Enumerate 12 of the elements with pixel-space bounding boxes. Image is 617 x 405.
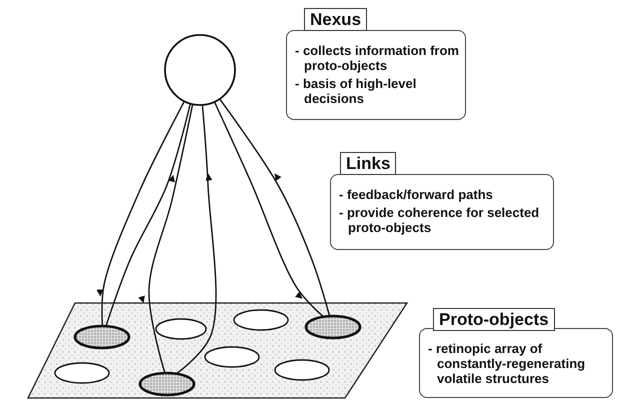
callout-title: Nexus — [304, 8, 368, 31]
bullet-text: - retinopic array of constantly-regenerating volatile structures — [428, 341, 586, 386]
arrow — [105, 103, 192, 326]
bullet-text: - collects information from proto-objects — [295, 43, 459, 73]
bullet-text: - basis of high-level decisions — [295, 76, 418, 106]
bullet-text: - provide coherence for selected proto-objects — [339, 205, 540, 235]
arrow — [96, 100, 185, 326]
arrow — [138, 104, 194, 374]
arrow — [176, 104, 217, 374]
callout-title: Links — [340, 152, 396, 175]
bullet-text: - feedback/forward paths — [339, 187, 494, 202]
callout-title: Proto-objects — [433, 308, 555, 331]
